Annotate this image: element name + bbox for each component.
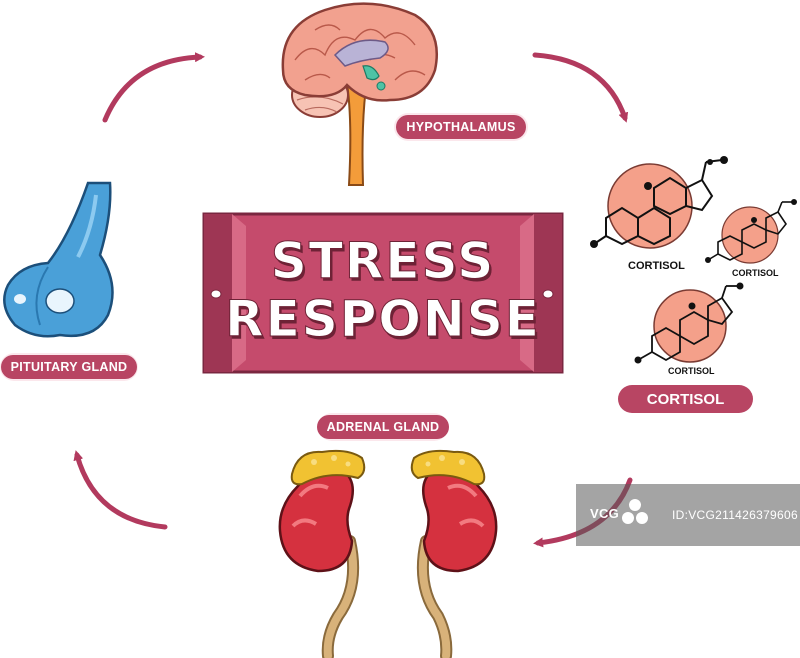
pituitary-gland-label-text: PITUITARY GLAND	[0, 355, 138, 379]
watermark-logo-icon	[620, 496, 650, 532]
adrenal-gland-label-text: ADRENAL GLAND	[316, 415, 450, 439]
pituitary-gland-label: PITUITARY GLAND	[0, 353, 138, 381]
stress-response-banner	[202, 212, 564, 374]
cortisol-molecule-medium-label: CORTISOL	[668, 366, 715, 376]
cortisol-molecule-small-label: CORTISOL	[732, 268, 779, 278]
cortisol-molecule-large-label: CORTISOL	[628, 260, 685, 272]
hypothalamus-label: HYPOTHALAMUS	[394, 113, 528, 141]
arrow-pituitary-to-hypothalamus	[102, 52, 205, 123]
banner-title: STRESS RESPONSE	[202, 212, 564, 374]
hypothalamus-label-text: HYPOTHALAMUS	[396, 115, 526, 139]
brain-illustration	[281, 2, 439, 186]
title-line-2: RESPONSE	[225, 290, 541, 349]
watermark-brand: VCG	[590, 506, 620, 521]
cortisol-label: CORTISOL	[618, 385, 753, 413]
title-line-1: STRESS	[270, 232, 496, 291]
pituitary-gland-illustration	[3, 181, 114, 338]
arrow-adrenal-to-pituitary	[73, 450, 168, 530]
kidneys-illustration	[278, 449, 498, 658]
arrow-hypothalamus-to-cortisol	[532, 52, 629, 123]
adrenal-gland-label: ADRENAL GLAND	[316, 413, 450, 441]
watermark: VCG ID:VCG211426379606	[576, 484, 800, 546]
cortisol-molecule-large	[590, 156, 728, 249]
cortisol-molecule-small	[705, 199, 797, 264]
cortisol-molecule-medium	[634, 282, 744, 364]
watermark-code: ID:VCG211426379606	[672, 508, 798, 522]
